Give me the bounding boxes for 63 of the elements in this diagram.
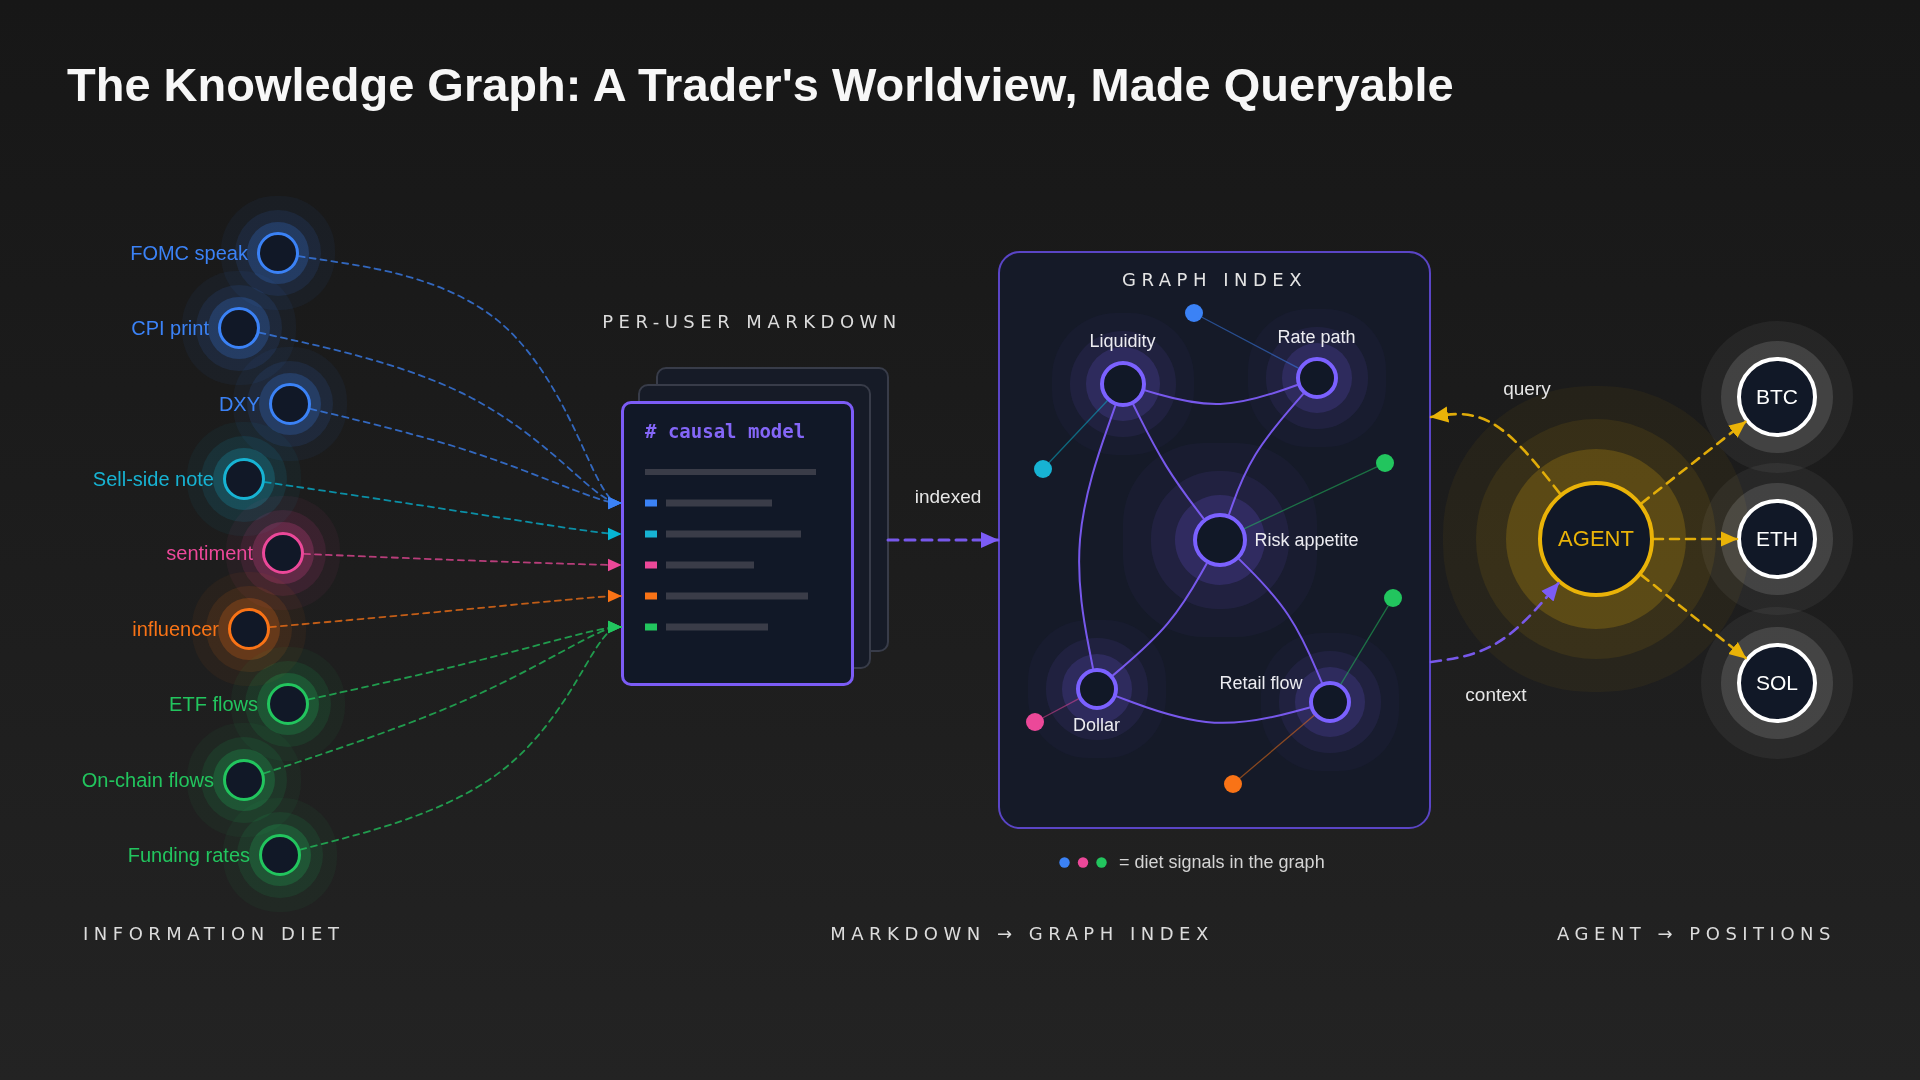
connector-line xyxy=(1239,714,1315,779)
connector-line xyxy=(1243,466,1378,530)
node-label: Sell-side note xyxy=(92,467,214,491)
node-label: AGENT xyxy=(1558,526,1634,552)
signal-dot-icon xyxy=(1383,588,1402,607)
node-label: On-chain flows xyxy=(81,768,214,792)
arrow xyxy=(263,481,622,541)
connector-line xyxy=(1048,400,1108,464)
section-label: MARKDOWN → GRAPH INDEX xyxy=(830,923,1214,945)
connector-line xyxy=(1144,383,1299,405)
arrow xyxy=(303,553,622,572)
edge-label: query xyxy=(1503,378,1551,400)
asset-node-circle xyxy=(1737,357,1817,437)
signal-dot-icon xyxy=(1223,774,1242,793)
connector-line xyxy=(1201,316,1300,369)
graph-index-panel xyxy=(998,251,1431,829)
section-label: INFORMATION DIET xyxy=(83,923,345,945)
connector-line xyxy=(1115,695,1311,724)
node-label: Rate path xyxy=(1277,326,1356,348)
node-label: Dollar xyxy=(1073,714,1120,736)
node-label: SOL xyxy=(1756,670,1798,696)
node-label: influencer xyxy=(132,617,219,641)
legend-text: = diet signals in the graph xyxy=(1119,852,1325,873)
connector-line xyxy=(1042,698,1080,719)
node-label: Retail flow xyxy=(1219,672,1303,693)
arrow xyxy=(309,408,622,510)
asset-node-circle xyxy=(1737,643,1817,723)
connector-line xyxy=(1078,404,1117,670)
asset-node-circle xyxy=(1737,499,1817,579)
node-label: CPI print xyxy=(131,316,209,340)
panel-heading: GRAPH INDEX xyxy=(1122,270,1307,291)
connector-line xyxy=(1132,403,1205,520)
connector-line xyxy=(1238,558,1323,684)
connector-line xyxy=(1228,392,1305,516)
node-label: FOMC speak xyxy=(130,241,248,265)
connector-line xyxy=(1340,605,1389,685)
signal-dot-icon xyxy=(1184,303,1203,322)
arrow xyxy=(1429,581,1560,664)
signal-dot-icon xyxy=(1033,459,1052,478)
node-label: Liquidity xyxy=(1089,330,1156,352)
node-label: sentiment xyxy=(166,541,253,565)
signal-dot-icon xyxy=(1375,453,1394,472)
connector-line xyxy=(1111,562,1208,677)
arrow xyxy=(886,531,1000,549)
node-label: BTC xyxy=(1756,384,1798,410)
section-label: AGENT → POSITIONS xyxy=(1557,923,1836,945)
section-heading: PER-USER MARKDOWN xyxy=(602,311,902,333)
arrow xyxy=(1640,420,1747,505)
node-label: ETH xyxy=(1756,526,1798,552)
arrow xyxy=(269,589,622,629)
signal-dot-icon xyxy=(1025,712,1044,731)
arrow xyxy=(1429,406,1562,495)
edge-label: context xyxy=(1465,684,1527,706)
arrow xyxy=(1652,531,1739,547)
edge-label: indexed xyxy=(914,486,982,508)
diagram-title: The Knowledge Graph: A Trader's Worldview, Made Queryable xyxy=(67,58,1454,113)
node-label: ETF flows xyxy=(169,692,258,716)
arrow xyxy=(1640,573,1747,660)
node-label: DXY xyxy=(218,392,260,416)
markdown-heading: # causal model xyxy=(645,421,806,443)
node-label: Risk appetite xyxy=(1254,529,1359,550)
node-label: Funding rates xyxy=(127,843,250,867)
arrow xyxy=(299,620,622,851)
